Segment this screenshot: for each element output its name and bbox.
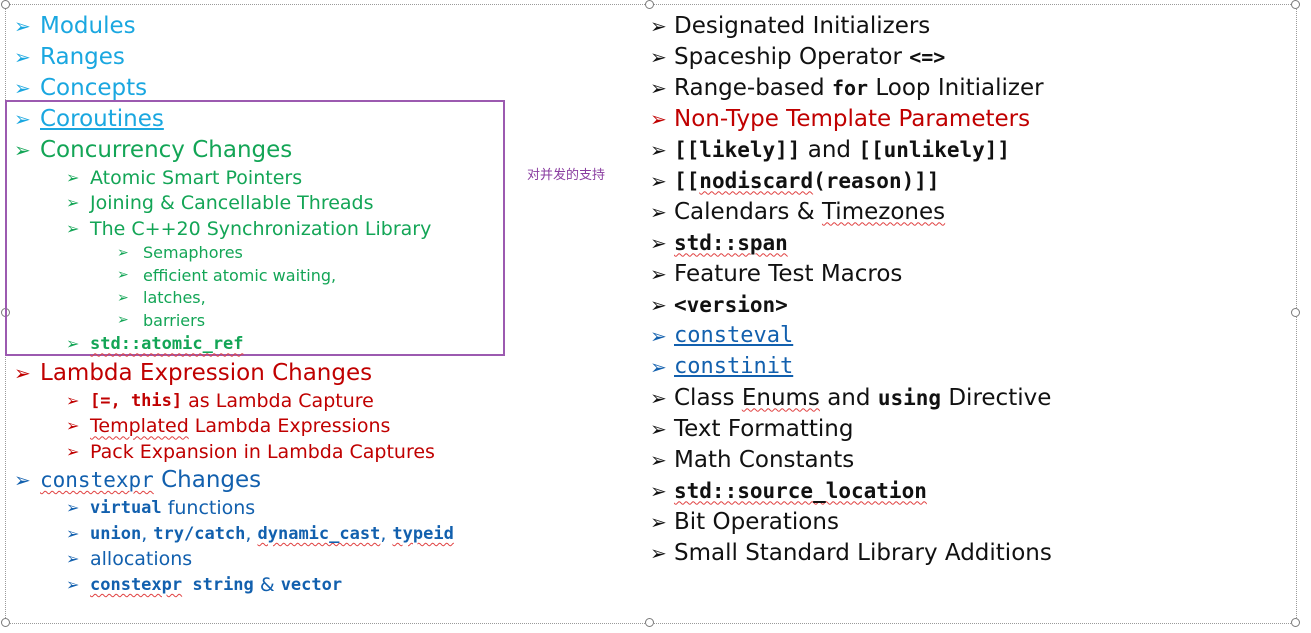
- resize-handle-br[interactable]: [1291, 618, 1300, 627]
- list-item-lambda: ➢ Lambda Expression Changes: [14, 359, 373, 386]
- list-item-latches: ➢ latches,: [117, 288, 206, 308]
- arrow-bullet-icon: ➢: [650, 323, 667, 348]
- arrow-bullet-icon: ➢: [66, 167, 80, 187]
- list-item-class-enums: ➢ Class Enums and using Directive: [650, 384, 1052, 411]
- arrow-bullet-icon: ➢: [650, 385, 667, 410]
- list-item-spaceship: ➢ Spaceship Operator <=>: [650, 43, 946, 70]
- arrow-bullet-icon: ➢: [650, 106, 667, 131]
- list-item-feature-macros: ➢ Feature Test Macros: [650, 260, 903, 287]
- resize-handle-bl[interactable]: [1, 618, 10, 627]
- arrow-bullet-icon: ➢: [650, 75, 667, 100]
- arrow-bullet-icon: ➢: [14, 106, 31, 131]
- arrow-bullet-icon: ➢: [66, 218, 80, 238]
- arrow-bullet-icon: ➢: [650, 354, 667, 379]
- list-item-modules: ➢ Modules: [14, 12, 136, 39]
- resize-handle-mr[interactable]: [1291, 308, 1300, 317]
- arrow-bullet-icon: ➢: [650, 540, 667, 565]
- list-item-bit-ops: ➢ Bit Operations: [650, 508, 839, 535]
- arrow-bullet-icon: ➢: [650, 199, 667, 224]
- arrow-bullet-icon: ➢: [14, 75, 31, 100]
- arrow-bullet-icon: ➢: [66, 574, 80, 594]
- list-item-sync-library: ➢ The C++20 Synchronization Library: [66, 217, 432, 240]
- arrow-bullet-icon: ➢: [650, 13, 667, 38]
- list-item-text-formatting: ➢ Text Formatting: [650, 415, 854, 442]
- list-item-ranges: ➢ Ranges: [14, 43, 125, 70]
- arrow-bullet-icon: ➢: [650, 168, 667, 193]
- list-item-coroutines: ➢ Coroutines: [14, 103, 634, 134]
- list-item-lambda-capture: ➢ [=, this] as Lambda Capture: [66, 389, 374, 412]
- arrow-bullet-icon: ➢: [66, 334, 80, 354]
- list-item-nodiscard: ➢ [[nodiscard(reason)]]: [650, 168, 940, 193]
- list-item-allocations: ➢ allocations: [66, 548, 193, 571]
- list-item-designated: ➢ Designated Initializers: [650, 12, 931, 39]
- list-item-small-additions: ➢ Small Standard Library Additions: [650, 539, 1052, 566]
- annotation-note: 对并发的支持: [527, 168, 606, 183]
- concurrency-highlight-box: [5, 100, 505, 356]
- arrow-bullet-icon: ➢: [117, 267, 129, 284]
- coroutines-link[interactable]: Coroutines: [40, 105, 164, 132]
- list-item-virtual: ➢ virtual functions: [66, 497, 256, 520]
- arrow-bullet-icon: ➢: [117, 244, 129, 261]
- arrow-bullet-icon: ➢: [66, 549, 80, 569]
- list-item-templated-lambda: ➢ Templated Lambda Expressions: [66, 415, 391, 438]
- list-item-pack-expansion: ➢ Pack Expansion in Lambda Captures: [66, 440, 435, 463]
- list-item-atomic-smart-pointers: ➢ Atomic Smart Pointers: [66, 166, 303, 189]
- arrow-bullet-icon: ➢: [14, 44, 31, 69]
- arrow-bullet-icon: ➢: [117, 312, 129, 329]
- arrow-bullet-icon: ➢: [650, 292, 667, 317]
- list-item-semaphores: ➢ Semaphores: [117, 243, 243, 263]
- arrow-bullet-icon: ➢: [66, 416, 80, 436]
- list-item-constinit: ➢ constinit: [650, 351, 1290, 382]
- list-item-constexpr: ➢ constexpr Changes: [14, 467, 262, 493]
- arrow-bullet-icon: ➢: [650, 478, 667, 503]
- list-item-calendars: ➢ Calendars & Timezones: [650, 198, 946, 225]
- list-item-version: ➢ <version>: [650, 292, 788, 317]
- resize-handle-tc[interactable]: [645, 0, 654, 9]
- arrow-bullet-icon: ➢: [117, 289, 129, 306]
- list-item-likely: ➢ [[likely]] and [[unlikely]]: [650, 136, 1011, 163]
- arrow-bullet-icon: ➢: [66, 193, 80, 213]
- list-item-math-constants: ➢ Math Constants: [650, 446, 855, 473]
- list-item-concurrency: ➢ Concurrency Changes: [14, 136, 293, 163]
- list-item-atomic-waiting: ➢ efficient atomic waiting,: [117, 265, 337, 285]
- resize-handle-tl[interactable]: [1, 0, 10, 9]
- arrow-bullet-icon: ➢: [66, 441, 80, 461]
- list-item-concepts: ➢ Concepts: [14, 74, 148, 101]
- right-column: ➢ Designated Initializers ➢ Spaceship Op…: [650, 10, 1290, 568]
- arrow-bullet-icon: ➢: [66, 390, 80, 410]
- consteval-link[interactable]: consteval: [674, 323, 794, 348]
- arrow-bullet-icon: ➢: [650, 230, 667, 255]
- list-item-consteval: ➢ consteval: [650, 320, 1290, 351]
- arrow-bullet-icon: ➢: [14, 13, 31, 38]
- arrow-bullet-icon: ➢: [14, 360, 31, 385]
- list-item-range-for: ➢ Range-based for Loop Initializer: [650, 74, 1044, 101]
- list-item-source-location: ➢ std::source_location: [650, 478, 927, 503]
- arrow-bullet-icon: ➢: [650, 447, 667, 472]
- arrow-bullet-icon: ➢: [14, 468, 31, 492]
- arrow-bullet-icon: ➢: [66, 523, 80, 543]
- left-column: ➢ Modules ➢ Ranges ➢ Concepts ➢ Coroutin…: [14, 10, 634, 598]
- list-item-barriers: ➢ barriers: [117, 310, 206, 330]
- list-item-atomic-ref: ➢ std::atomic_ref: [66, 334, 244, 355]
- resize-handle-tr[interactable]: [1291, 0, 1300, 9]
- arrow-bullet-icon: ➢: [66, 498, 80, 518]
- arrow-bullet-icon: ➢: [650, 416, 667, 441]
- list-item-constexpr-string-vector: ➢ constexpr string & vector: [66, 573, 343, 596]
- arrow-bullet-icon: ➢: [650, 261, 667, 286]
- constinit-link[interactable]: constinit: [674, 354, 794, 379]
- arrow-bullet-icon: ➢: [14, 137, 31, 162]
- arrow-bullet-icon: ➢: [650, 137, 667, 162]
- list-item-union-try-catch: ➢ union, try/catch, dynamic_cast, typeid: [66, 522, 454, 545]
- list-item-span: ➢ std::span: [650, 230, 788, 255]
- arrow-bullet-icon: ➢: [650, 509, 667, 534]
- arrow-bullet-icon: ➢: [650, 44, 667, 69]
- list-item-joining-threads: ➢ Joining & Cancellable Threads: [66, 192, 374, 215]
- resize-handle-bc[interactable]: [645, 618, 654, 627]
- list-item-nttp: ➢ Non-Type Template Parameters: [650, 105, 1031, 132]
